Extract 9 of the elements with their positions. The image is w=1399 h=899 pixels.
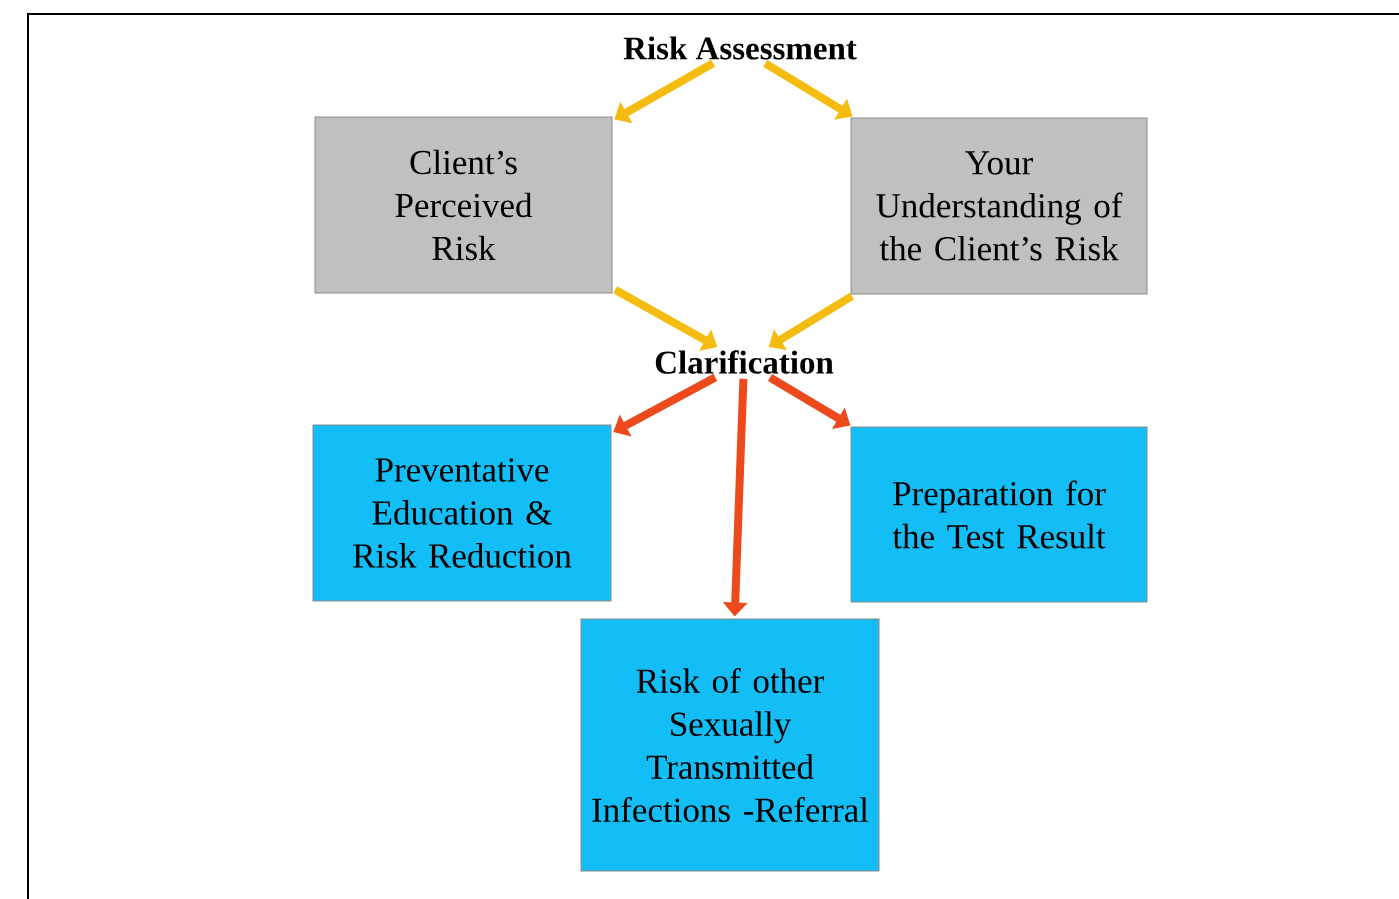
stage-heading: Risk Assessment [623,36,857,60]
block-arrow [614,59,716,124]
process-box: Risk of other Sexually Transmitted Infections -Referral [580,618,880,872]
process-box: Your Understanding of the Client’s Risk [850,117,1148,295]
block-arrow [613,373,718,437]
process-box: Client’s Perceived Risk [314,116,613,294]
stage-heading: Clarification [655,350,834,374]
process-box: Preparation for the Test Result [850,426,1148,603]
process-box: Preventative Education & Risk Reduction [312,424,612,602]
